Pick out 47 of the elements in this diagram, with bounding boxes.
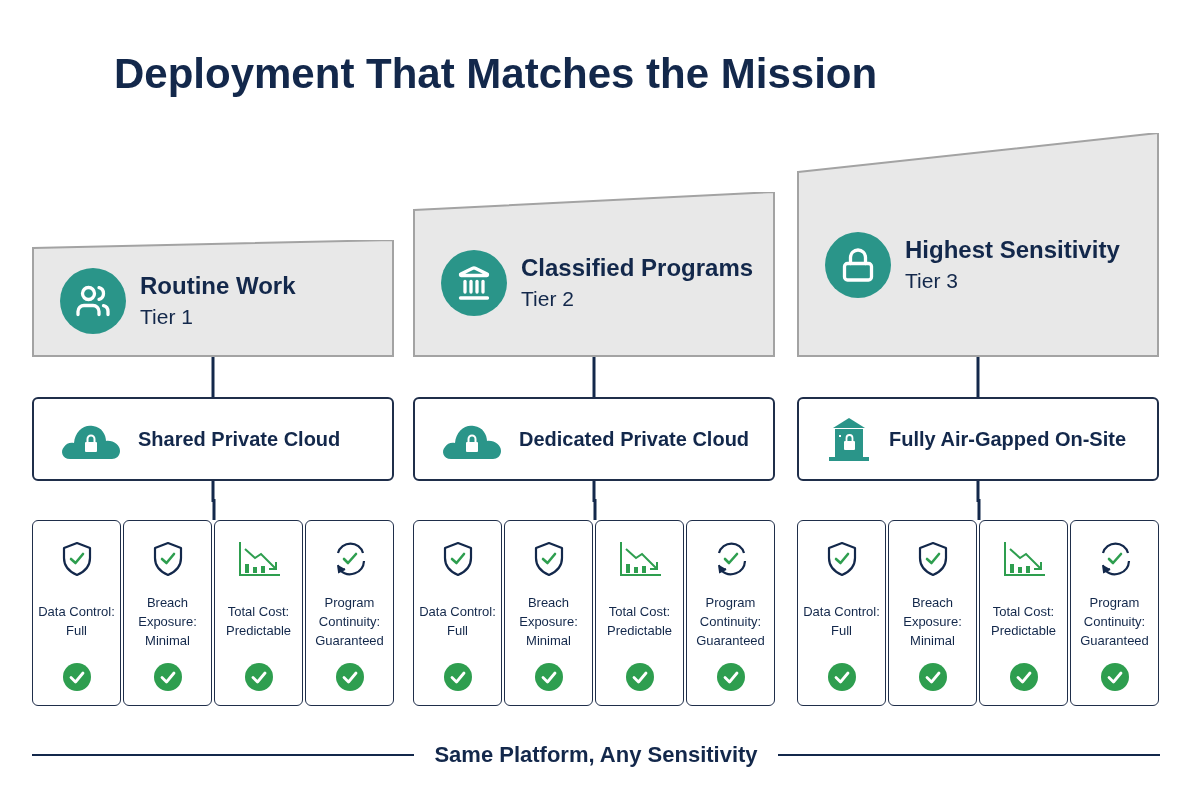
benefit-text: Total Cost: Predictable bbox=[224, 603, 292, 640]
benefit-card bbox=[686, 520, 775, 706]
deployment-label: Shared Private Cloud bbox=[138, 427, 341, 452]
benefit-card bbox=[797, 520, 886, 706]
benefit-card bbox=[214, 520, 303, 706]
tier-heading: Routine Work bbox=[140, 271, 296, 301]
benefit-text: Total Cost: Predictable bbox=[605, 603, 673, 640]
benefit-card bbox=[305, 520, 394, 706]
connector-line bbox=[976, 481, 981, 520]
connector-line bbox=[592, 357, 596, 397]
benefit-card bbox=[595, 520, 684, 706]
benefit-text: Program Continuity: Guaranteed bbox=[314, 593, 385, 650]
deployment-box bbox=[32, 397, 394, 481]
tier-label: Tier 1 bbox=[140, 304, 194, 330]
tier-panel bbox=[797, 133, 1159, 357]
benefit-text: Total Cost: Predictable bbox=[989, 603, 1057, 640]
benefit-text: Breach Exposure: Minimal bbox=[518, 593, 579, 650]
deployment-label: Dedicated Private Cloud bbox=[519, 427, 750, 452]
tier-heading: Highest Sensitivity bbox=[905, 235, 1120, 265]
tier-panel bbox=[413, 192, 775, 357]
benefit-card bbox=[504, 520, 593, 706]
benefit-card bbox=[1070, 520, 1159, 706]
benefit-text: Breach Exposure: Minimal bbox=[902, 593, 963, 650]
benefit-card bbox=[123, 520, 212, 706]
deployment-box bbox=[413, 397, 775, 481]
benefit-card bbox=[32, 520, 121, 706]
connector-line bbox=[976, 357, 980, 397]
tier-label: Tier 3 bbox=[905, 268, 959, 294]
title: Deployment That Matches the Mission bbox=[114, 49, 878, 99]
benefit-text: Breach Exposure: Minimal bbox=[137, 593, 198, 650]
benefit-card bbox=[888, 520, 977, 706]
benefit-text: Data Control: Full bbox=[802, 603, 881, 640]
connector-line bbox=[592, 481, 597, 520]
benefit-text: Data Control: Full bbox=[418, 603, 497, 640]
deployment-box bbox=[797, 397, 1159, 481]
footer-caption: Same Platform, Any Sensitivity bbox=[434, 741, 758, 769]
connector-line bbox=[211, 481, 216, 520]
benefit-text: Data Control: Full bbox=[37, 603, 116, 640]
benefit-card bbox=[979, 520, 1068, 706]
tier-panel bbox=[32, 240, 394, 357]
benefit-text: Program Continuity: Guaranteed bbox=[1079, 593, 1150, 650]
connector-line bbox=[211, 357, 215, 397]
benefit-card bbox=[413, 520, 502, 706]
tier-label: Tier 2 bbox=[521, 286, 575, 312]
benefit-text: Program Continuity: Guaranteed bbox=[695, 593, 766, 650]
tier-heading: Classified Programs bbox=[521, 253, 754, 283]
deployment-label: Fully Air-Gapped On-Site bbox=[889, 427, 1127, 452]
